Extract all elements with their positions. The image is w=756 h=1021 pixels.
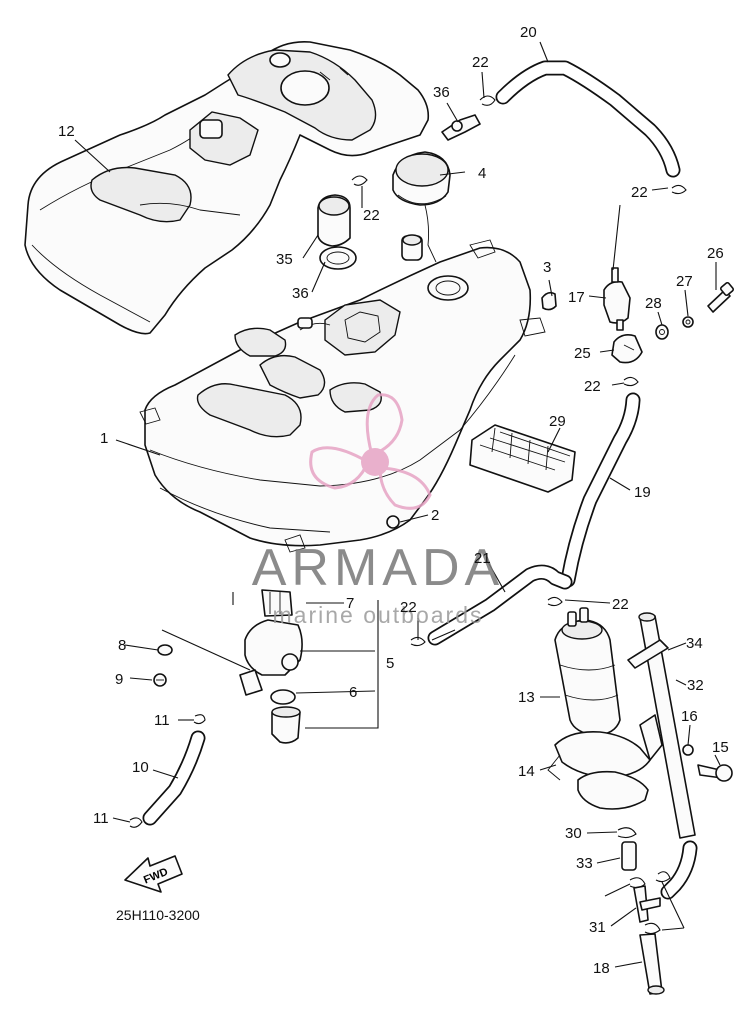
propeller-logo-icon — [309, 393, 432, 510]
callout-labels: 20 22 36 4 22 35 36 12 22 26 3 27 17 28 … — [58, 24, 729, 977]
bracket-23-part — [611, 334, 643, 364]
callout-28: 30 — [565, 825, 582, 842]
fuel-gauge-part — [317, 194, 423, 270]
fuel-cock-assembly-part — [239, 589, 303, 744]
callout-19: 19 — [634, 484, 651, 501]
filter-17-part — [603, 267, 631, 331]
armada-watermark: ARMADA marine outboards — [252, 393, 504, 628]
callout-22: 22 — [472, 54, 489, 71]
callout-25: 27 — [676, 273, 693, 290]
screw-2-part — [386, 515, 400, 529]
fuel-tank-part — [139, 239, 546, 553]
callout-31: 33 — [576, 855, 593, 872]
callout-29: 31 — [589, 919, 606, 936]
bolt-15-part — [697, 764, 733, 782]
callout-13: 13 — [518, 689, 535, 706]
callout-24: 26 — [707, 245, 724, 262]
clip-22-part — [351, 95, 687, 647]
hose-20-part — [495, 60, 681, 178]
callout-30: 32 — [687, 677, 704, 694]
fitting-34-part — [441, 114, 481, 141]
watermark-tagline: marine outboards — [273, 602, 484, 628]
callout-4: 4 — [478, 165, 486, 182]
damper-27-part — [469, 424, 576, 493]
callout-7: 7 — [346, 595, 354, 612]
hose-21-part — [427, 564, 573, 646]
callout-22: 22 — [631, 184, 648, 201]
callout-1: 1 — [100, 430, 108, 447]
washer-8-part — [157, 644, 173, 656]
watermark-brand: ARMADA — [252, 539, 504, 597]
bolt-24-part — [707, 281, 735, 313]
callout-22: 22 — [584, 378, 601, 395]
callout-12: 12 — [58, 123, 75, 140]
callout-9: 9 — [115, 671, 123, 688]
callout-33: 35 — [276, 251, 293, 268]
callout-35: 36 — [292, 285, 309, 302]
clip-28-part — [617, 827, 637, 839]
clips-36-part — [629, 871, 671, 935]
bracket-14-part — [547, 714, 663, 810]
callout-34: 36 — [433, 84, 450, 101]
cushion-3-part — [541, 291, 557, 311]
callout-11: 11 — [154, 712, 170, 729]
forward-direction-arrow: FWD — [124, 855, 183, 893]
screw-9-part — [153, 673, 167, 687]
callout-11: 11 — [93, 810, 109, 827]
callout-21: 21 — [474, 550, 491, 567]
fuel-filter-13-part — [554, 607, 621, 736]
washer-25-part — [682, 316, 694, 328]
clamp-32-part — [627, 639, 669, 669]
hose-10-part — [142, 730, 206, 826]
diagram-code: 25H110-3200 — [116, 907, 200, 923]
fuel-cap-part — [392, 151, 451, 263]
callout-14: 14 — [518, 763, 535, 780]
joint-29-part — [633, 885, 661, 923]
hose-18-part — [639, 933, 665, 995]
callout-6: 6 — [349, 684, 357, 701]
hose-31-part — [621, 841, 637, 871]
callout-8: 8 — [118, 637, 126, 654]
callout-5: 5 — [386, 655, 394, 672]
callout-22: 22 — [363, 207, 380, 224]
pipe-30-part — [638, 612, 696, 839]
callout-17: 17 — [568, 289, 585, 306]
callout-3: 3 — [543, 259, 551, 276]
callout-32: 34 — [686, 635, 703, 652]
callout-2: 2 — [431, 507, 439, 524]
callout-16: 16 — [681, 708, 698, 725]
callout-27: 29 — [549, 413, 566, 430]
callout-15: 15 — [712, 739, 729, 756]
callout-20: 20 — [520, 24, 537, 41]
washer-16-part — [682, 744, 694, 756]
callout-26: 28 — [645, 295, 662, 312]
callout-22: 22 — [400, 599, 417, 616]
leader-lines — [74, 41, 721, 968]
grommet-26-part — [655, 324, 669, 340]
clip-11-part — [129, 714, 206, 828]
curved-hose-part — [660, 840, 698, 900]
callout-18: 18 — [593, 960, 610, 977]
callout-22: 22 — [612, 596, 629, 613]
hose-19-part — [560, 392, 641, 588]
callout-10: 10 — [132, 759, 149, 776]
tank-cover-part — [24, 40, 430, 335]
callout-23: 25 — [574, 345, 591, 362]
